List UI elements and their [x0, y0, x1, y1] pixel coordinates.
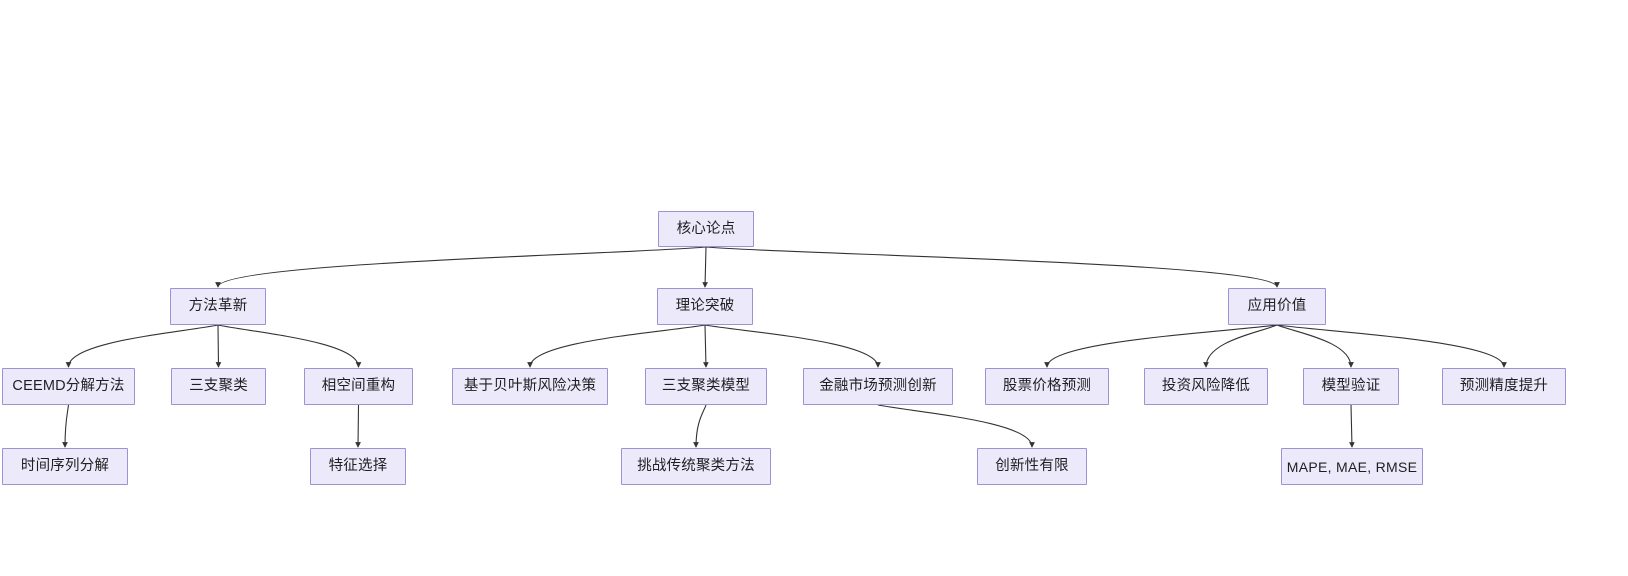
- flow-node[interactable]: 挑战传统聚类方法: [621, 448, 771, 485]
- flow-node-label: 方法革新: [188, 298, 248, 315]
- flow-node-label: 相空间重构: [321, 378, 396, 395]
- flow-node[interactable]: 时间序列分解: [2, 448, 128, 485]
- edge-group: [62, 246, 1507, 448]
- flow-edge: [217, 324, 362, 368]
- flow-node-label: 创新性有限: [995, 458, 1069, 475]
- flow-edge: [1044, 324, 1278, 368]
- flow-node-label: 基于贝叶斯风险决策: [463, 378, 597, 395]
- flow-node-label: 股票价格预测: [1002, 378, 1092, 395]
- flow-node-label: 金融市场预测创新: [819, 378, 937, 395]
- flow-node-label: CEEMD分解方法: [12, 378, 125, 395]
- flow-node[interactable]: 预测精度提升: [1442, 368, 1566, 405]
- flow-node-label: 模型验证: [1321, 378, 1381, 395]
- flow-edge: [704, 324, 881, 368]
- flow-node[interactable]: 理论突破: [657, 288, 753, 325]
- flow-edge: [705, 246, 1280, 288]
- flow-node[interactable]: 三支聚类模型: [645, 368, 767, 405]
- flow-edge: [702, 246, 708, 288]
- flow-node-label: 投资风险降低: [1161, 378, 1251, 395]
- flow-node[interactable]: MAPE, MAE, RMSE: [1281, 448, 1423, 485]
- flow-node[interactable]: 应用价值: [1228, 288, 1326, 325]
- flow-node-label: 三支聚类模型: [661, 378, 751, 395]
- flow-edge: [1349, 404, 1355, 448]
- flow-node[interactable]: 模型验证: [1303, 368, 1399, 405]
- flow-node[interactable]: 股票价格预测: [985, 368, 1109, 405]
- flow-edge: [65, 324, 219, 368]
- flow-node-label: 理论突破: [675, 298, 735, 315]
- flow-edge: [527, 324, 706, 368]
- flow-node[interactable]: 金融市场预测创新: [803, 368, 953, 405]
- flow-node-label: 预测精度提升: [1459, 378, 1549, 395]
- flow-node[interactable]: 投资风险降低: [1144, 368, 1268, 405]
- flow-edge: [1276, 324, 1354, 368]
- flow-edge: [877, 404, 1035, 448]
- flow-node[interactable]: 基于贝叶斯风险决策: [452, 368, 608, 405]
- flow-edge: [355, 404, 361, 448]
- flow-node[interactable]: 相空间重构: [304, 368, 413, 405]
- flow-edge: [1203, 324, 1278, 368]
- flow-node-label: 三支聚类: [189, 378, 248, 395]
- flow-node-label: 特征选择: [328, 458, 388, 475]
- flow-node-label: 挑战传统聚类方法: [637, 458, 755, 475]
- flow-edge: [215, 246, 707, 288]
- flow-node-label: MAPE, MAE, RMSE: [1286, 458, 1418, 475]
- flow-edge: [62, 404, 70, 448]
- flow-edge: [693, 404, 707, 448]
- flow-node[interactable]: 特征选择: [310, 448, 406, 485]
- flow-node[interactable]: 方法革新: [170, 288, 266, 325]
- flow-edge: [1276, 324, 1507, 368]
- flow-node[interactable]: CEEMD分解方法: [2, 368, 135, 405]
- flow-node-label: 核心论点: [676, 220, 736, 237]
- flow-edge: [703, 324, 709, 368]
- flow-node-label: 应用价值: [1247, 298, 1307, 315]
- flow-node[interactable]: 三支聚类: [171, 368, 266, 405]
- flow-edge: [215, 324, 222, 368]
- flow-node[interactable]: 核心论点: [658, 211, 754, 247]
- flow-node[interactable]: 创新性有限: [977, 448, 1087, 485]
- flow-node-label: 时间序列分解: [20, 458, 110, 475]
